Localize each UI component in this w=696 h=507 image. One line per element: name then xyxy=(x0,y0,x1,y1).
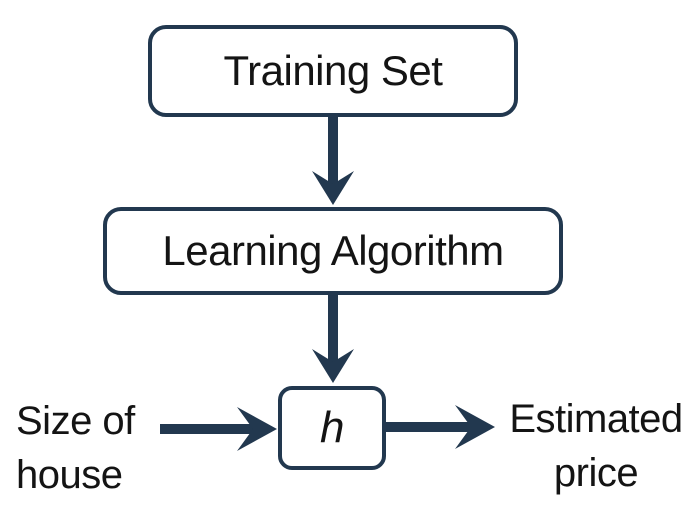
output-label-estimated-price: Estimated price xyxy=(498,392,694,500)
arrow-hypothesis-to-output xyxy=(386,405,495,449)
arrow-head-down-icon xyxy=(312,349,354,383)
training-set-label: Training Set xyxy=(223,47,443,94)
arrow-algorithm-to-hypothesis xyxy=(312,293,354,383)
arrow-stem xyxy=(328,293,338,363)
hypothesis-box: h xyxy=(278,386,386,470)
learning-algorithm-box: Learning Algorithm xyxy=(103,207,563,295)
input-label-size-of-house: Size of house xyxy=(16,394,166,502)
input-label-line1: Size of xyxy=(16,399,135,443)
arrow-head-down-icon xyxy=(312,171,354,205)
training-set-box: Training Set xyxy=(148,25,518,117)
output-label-line1: Estimated xyxy=(509,397,683,441)
arrow-stem xyxy=(160,424,255,434)
hypothesis-label: h xyxy=(320,403,344,452)
learning-algorithm-label: Learning Algorithm xyxy=(162,227,504,274)
arrow-input-to-hypothesis xyxy=(160,407,277,451)
arrow-head-right-icon xyxy=(237,407,277,451)
arrow-head-right-icon xyxy=(455,405,495,449)
input-label-line2: house xyxy=(16,453,123,497)
arrow-stem xyxy=(328,115,338,185)
arrow-stem xyxy=(386,422,473,432)
output-label-line2: price xyxy=(553,451,639,495)
arrow-training-to-algorithm xyxy=(312,115,354,205)
